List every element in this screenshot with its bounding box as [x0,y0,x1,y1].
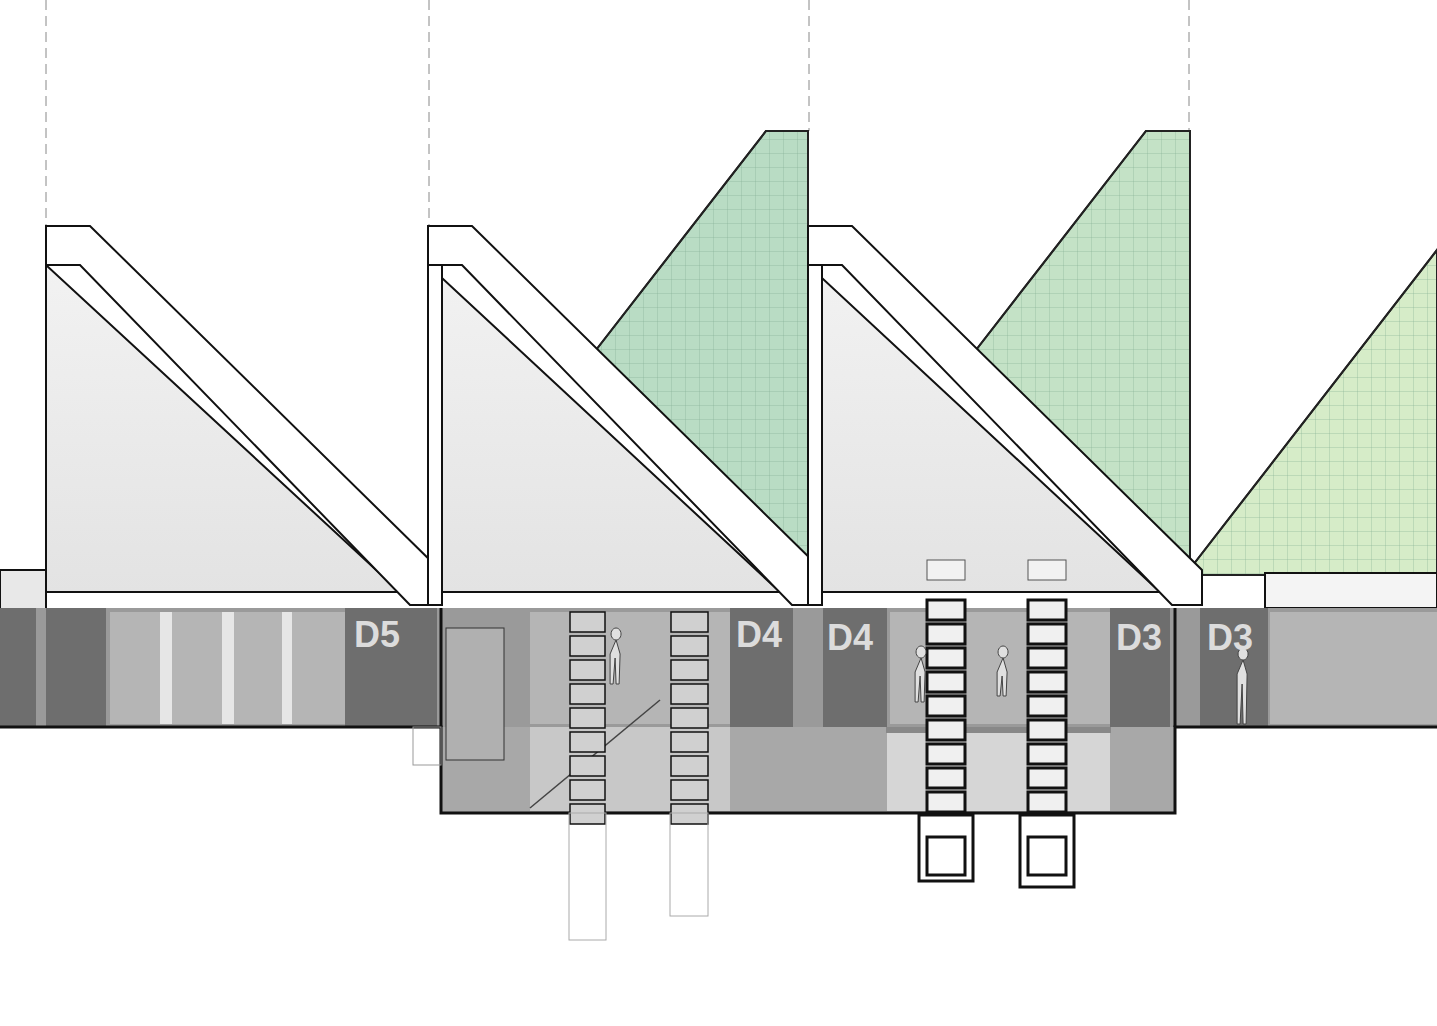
zone-label: D3 [1207,620,1253,656]
lift-shaft-segment [927,624,965,644]
lift-shaft-segment [1028,720,1066,740]
lift-shaft-segment [1028,792,1066,812]
lift-shaft-segment [570,612,605,632]
lift-shaft-segment [1028,600,1066,620]
lift-shaft-segment [1028,768,1066,788]
lift-shaft-segment [927,792,965,812]
lift-shaft-segment [927,720,965,740]
zone-label: D4 [827,620,873,656]
lift-shaft-segment [1028,624,1066,644]
lift-shaft-segment [671,708,708,728]
lift-shaft-segment [671,756,708,776]
zone-label: D4 [736,617,782,653]
zone-label: D3 [1116,620,1162,656]
lift-shaft-segment [570,780,605,800]
lift-shaft-segment [927,600,965,620]
lift-shaft-segment [671,804,708,824]
lift-shaft-segment [927,696,965,716]
lift-shaft-segment [1028,672,1066,692]
lift-shaft-segment [570,684,605,704]
lift-shaft-segment [1028,744,1066,764]
lift-shaft-segment [570,804,605,824]
lift-shaft-segment [927,672,965,692]
lift-shaft-segment [927,648,965,668]
lift-shaft-segment [570,756,605,776]
lift-shaft-segment [671,684,708,704]
lift-shaft-segment [570,732,605,752]
lift-shaft-segment [671,636,708,656]
lift-shaft-segment [570,636,605,656]
lift-shaft-segment [570,708,605,728]
lift-shaft-segment [671,660,708,680]
lift-shaft-segment [671,732,708,752]
lift-shaft-segment [671,780,708,800]
lift-shaft-segment [927,768,965,788]
lift-shaft-segment [1028,696,1066,716]
zone-label: D5 [354,617,400,653]
lift-shaft-segment [1028,648,1066,668]
lift-shaft-segment [671,612,708,632]
lift-shaft-segment [927,744,965,764]
lift-shaft-segment [570,660,605,680]
